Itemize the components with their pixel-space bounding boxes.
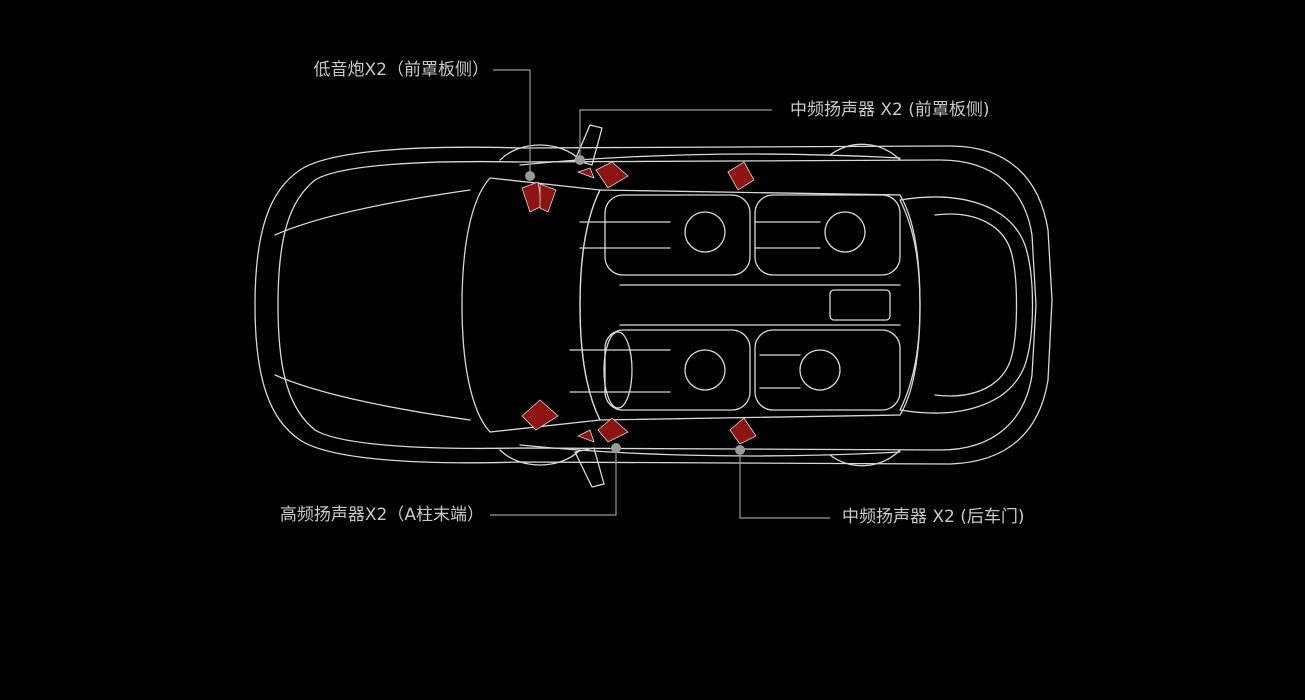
label-midrange-rear: 中频扬声器 X2 (后车门) xyxy=(842,507,1025,527)
wheel-arch-front-top xyxy=(499,144,581,161)
steering-wheel xyxy=(603,331,633,409)
speaker-midrange-front-bottom xyxy=(597,417,629,443)
callout-line-midrange-front xyxy=(579,109,772,160)
wheel-arch-rear-top xyxy=(829,143,901,161)
occupant-arms-4 xyxy=(759,354,801,389)
occupant-arms-3 xyxy=(569,349,671,393)
speaker-subwoofer-bottom xyxy=(521,399,559,431)
occupant-head-2 xyxy=(824,211,866,253)
callout-line-tweeter xyxy=(490,448,617,516)
hood-line-bottom xyxy=(274,374,471,421)
mirror-bottom xyxy=(574,447,605,488)
rear-window xyxy=(899,196,1034,414)
occupant-arms-2 xyxy=(754,221,821,249)
car-body-inner-line xyxy=(277,159,1037,451)
wheel-arch-front-bottom xyxy=(499,449,581,466)
speaker-midrange-rear-top xyxy=(727,161,755,191)
speaker-subwoofer-top-b xyxy=(539,183,557,213)
callout-dot-subwoofer xyxy=(525,171,535,181)
label-subwoofer: 低音炮X2（前罩板侧） xyxy=(313,60,489,80)
occupant-head-4 xyxy=(799,349,841,391)
speaker-subwoofer-top xyxy=(521,181,543,213)
wheel-arch-rear-bottom xyxy=(829,449,901,467)
seat-rear-left xyxy=(754,329,901,411)
speaker-tweeter-top xyxy=(576,167,595,179)
callout-line-midrange-rear xyxy=(739,450,830,519)
door-line-bottom xyxy=(519,444,901,457)
callout-dot-tweeter xyxy=(611,443,621,453)
speaker-tweeter-bottom xyxy=(577,429,595,443)
occupant-head-3 xyxy=(684,349,726,391)
cabin-outline xyxy=(579,189,921,421)
speaker-midrange-front-top xyxy=(595,161,629,189)
occupant-head-1 xyxy=(684,211,726,253)
console-box xyxy=(829,289,891,321)
label-tweeter: 高频扬声器X2（A柱末端） xyxy=(279,505,484,525)
windshield xyxy=(461,177,601,433)
seat-front-right xyxy=(604,194,751,276)
car-body-outline xyxy=(254,145,1053,465)
rear-window-inner xyxy=(934,213,1018,397)
occupant-arms-1 xyxy=(579,221,671,249)
door-line-top xyxy=(519,153,901,166)
callout-dot-midrange-front xyxy=(575,155,585,165)
center-console xyxy=(619,284,901,326)
callout-line-subwoofer xyxy=(493,69,531,176)
label-midrange-front: 中频扬声器 X2 (前罩板侧) xyxy=(790,100,990,120)
speaker-midrange-rear-bottom xyxy=(729,417,757,445)
hood-line-top xyxy=(274,189,471,236)
callout-dot-midrange-rear xyxy=(735,445,745,455)
mirror-top xyxy=(574,124,603,166)
seat-front-left xyxy=(604,329,751,411)
seat-rear-right xyxy=(754,194,901,276)
